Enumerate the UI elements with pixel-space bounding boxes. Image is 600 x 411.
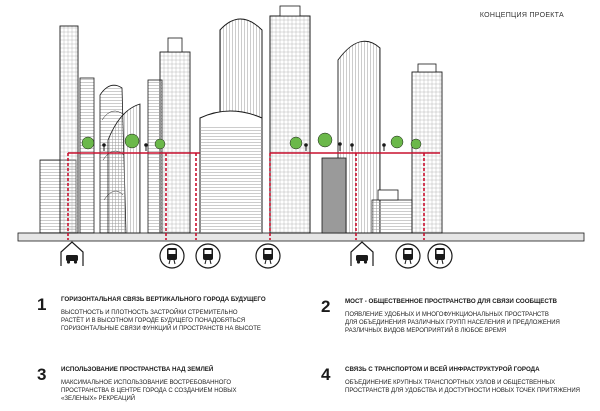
train-icon <box>427 243 453 269</box>
building-dark-block <box>321 157 347 234</box>
concept-number: 3 <box>37 365 47 384</box>
building-central-block <box>199 110 263 234</box>
concept-number: 4 <box>321 365 331 384</box>
transit-station-row <box>60 241 453 269</box>
page-title: КОНЦЕПЦИЯ ПРОЕКТА <box>479 12 564 19</box>
train-icon <box>395 243 421 269</box>
building-tall-center-right <box>269 5 311 234</box>
concept-title: МОСТ - ОБЩЕСТВЕННОЕ ПРОСТРАНСТВО ДЛЯ СВЯ… <box>345 298 557 305</box>
people-icon <box>102 142 386 151</box>
concept-description: ВЫСОТНОСТЬ И ПЛОТНОСТЬ ЗАСТРОЙКИ СТРЕМИТ… <box>61 310 261 333</box>
car-icon <box>60 241 84 266</box>
bridge-left <box>67 152 200 240</box>
bridge-right <box>269 152 440 240</box>
concept-description: МАКСИМАЛЬНОЕ ИСПОЛЬЗОВАНИЕ ВОСТРЕБОВАННО… <box>61 380 237 403</box>
building-right-low <box>371 189 413 234</box>
train-icon <box>195 243 221 269</box>
tree-icon <box>81 132 422 150</box>
concept-title: ГОРИЗОНТАЛЬНАЯ СВЯЗЬ ВЕРТИКАЛЬНОГО ГОРОД… <box>61 296 266 303</box>
concept-description: ОБЪЕДИНЕНИЕ КРУПНЫХ ТРАНСПОРТНЫХ УЗЛОВ И… <box>345 380 580 395</box>
train-icon <box>255 243 281 269</box>
concept-title: СВЯЗЬ С ТРАНСПОРТОМ И ВСЕЙ ИНФРАСТРУКТУР… <box>345 366 540 373</box>
concept-description: ПОЯВЛЕНИЕ УДОБНЫХ И МНОГОФУНКЦИОНАЛЬНЫХ … <box>345 312 560 335</box>
train-icon <box>159 243 185 269</box>
building-left-tower <box>59 25 95 234</box>
concept-number: 1 <box>37 295 47 314</box>
building-curved-tower <box>337 40 381 234</box>
car-icon <box>350 241 374 266</box>
building-stepped-tower <box>147 37 191 234</box>
concept-title: ИСПОЛЬЗОВАНИЕ ПРОСТРАНСТВА НАД ЗЕМЛЕЙ <box>61 366 214 373</box>
concept-number: 2 <box>321 297 331 316</box>
ground-strip <box>17 232 585 242</box>
skyline-illustration <box>17 5 585 269</box>
